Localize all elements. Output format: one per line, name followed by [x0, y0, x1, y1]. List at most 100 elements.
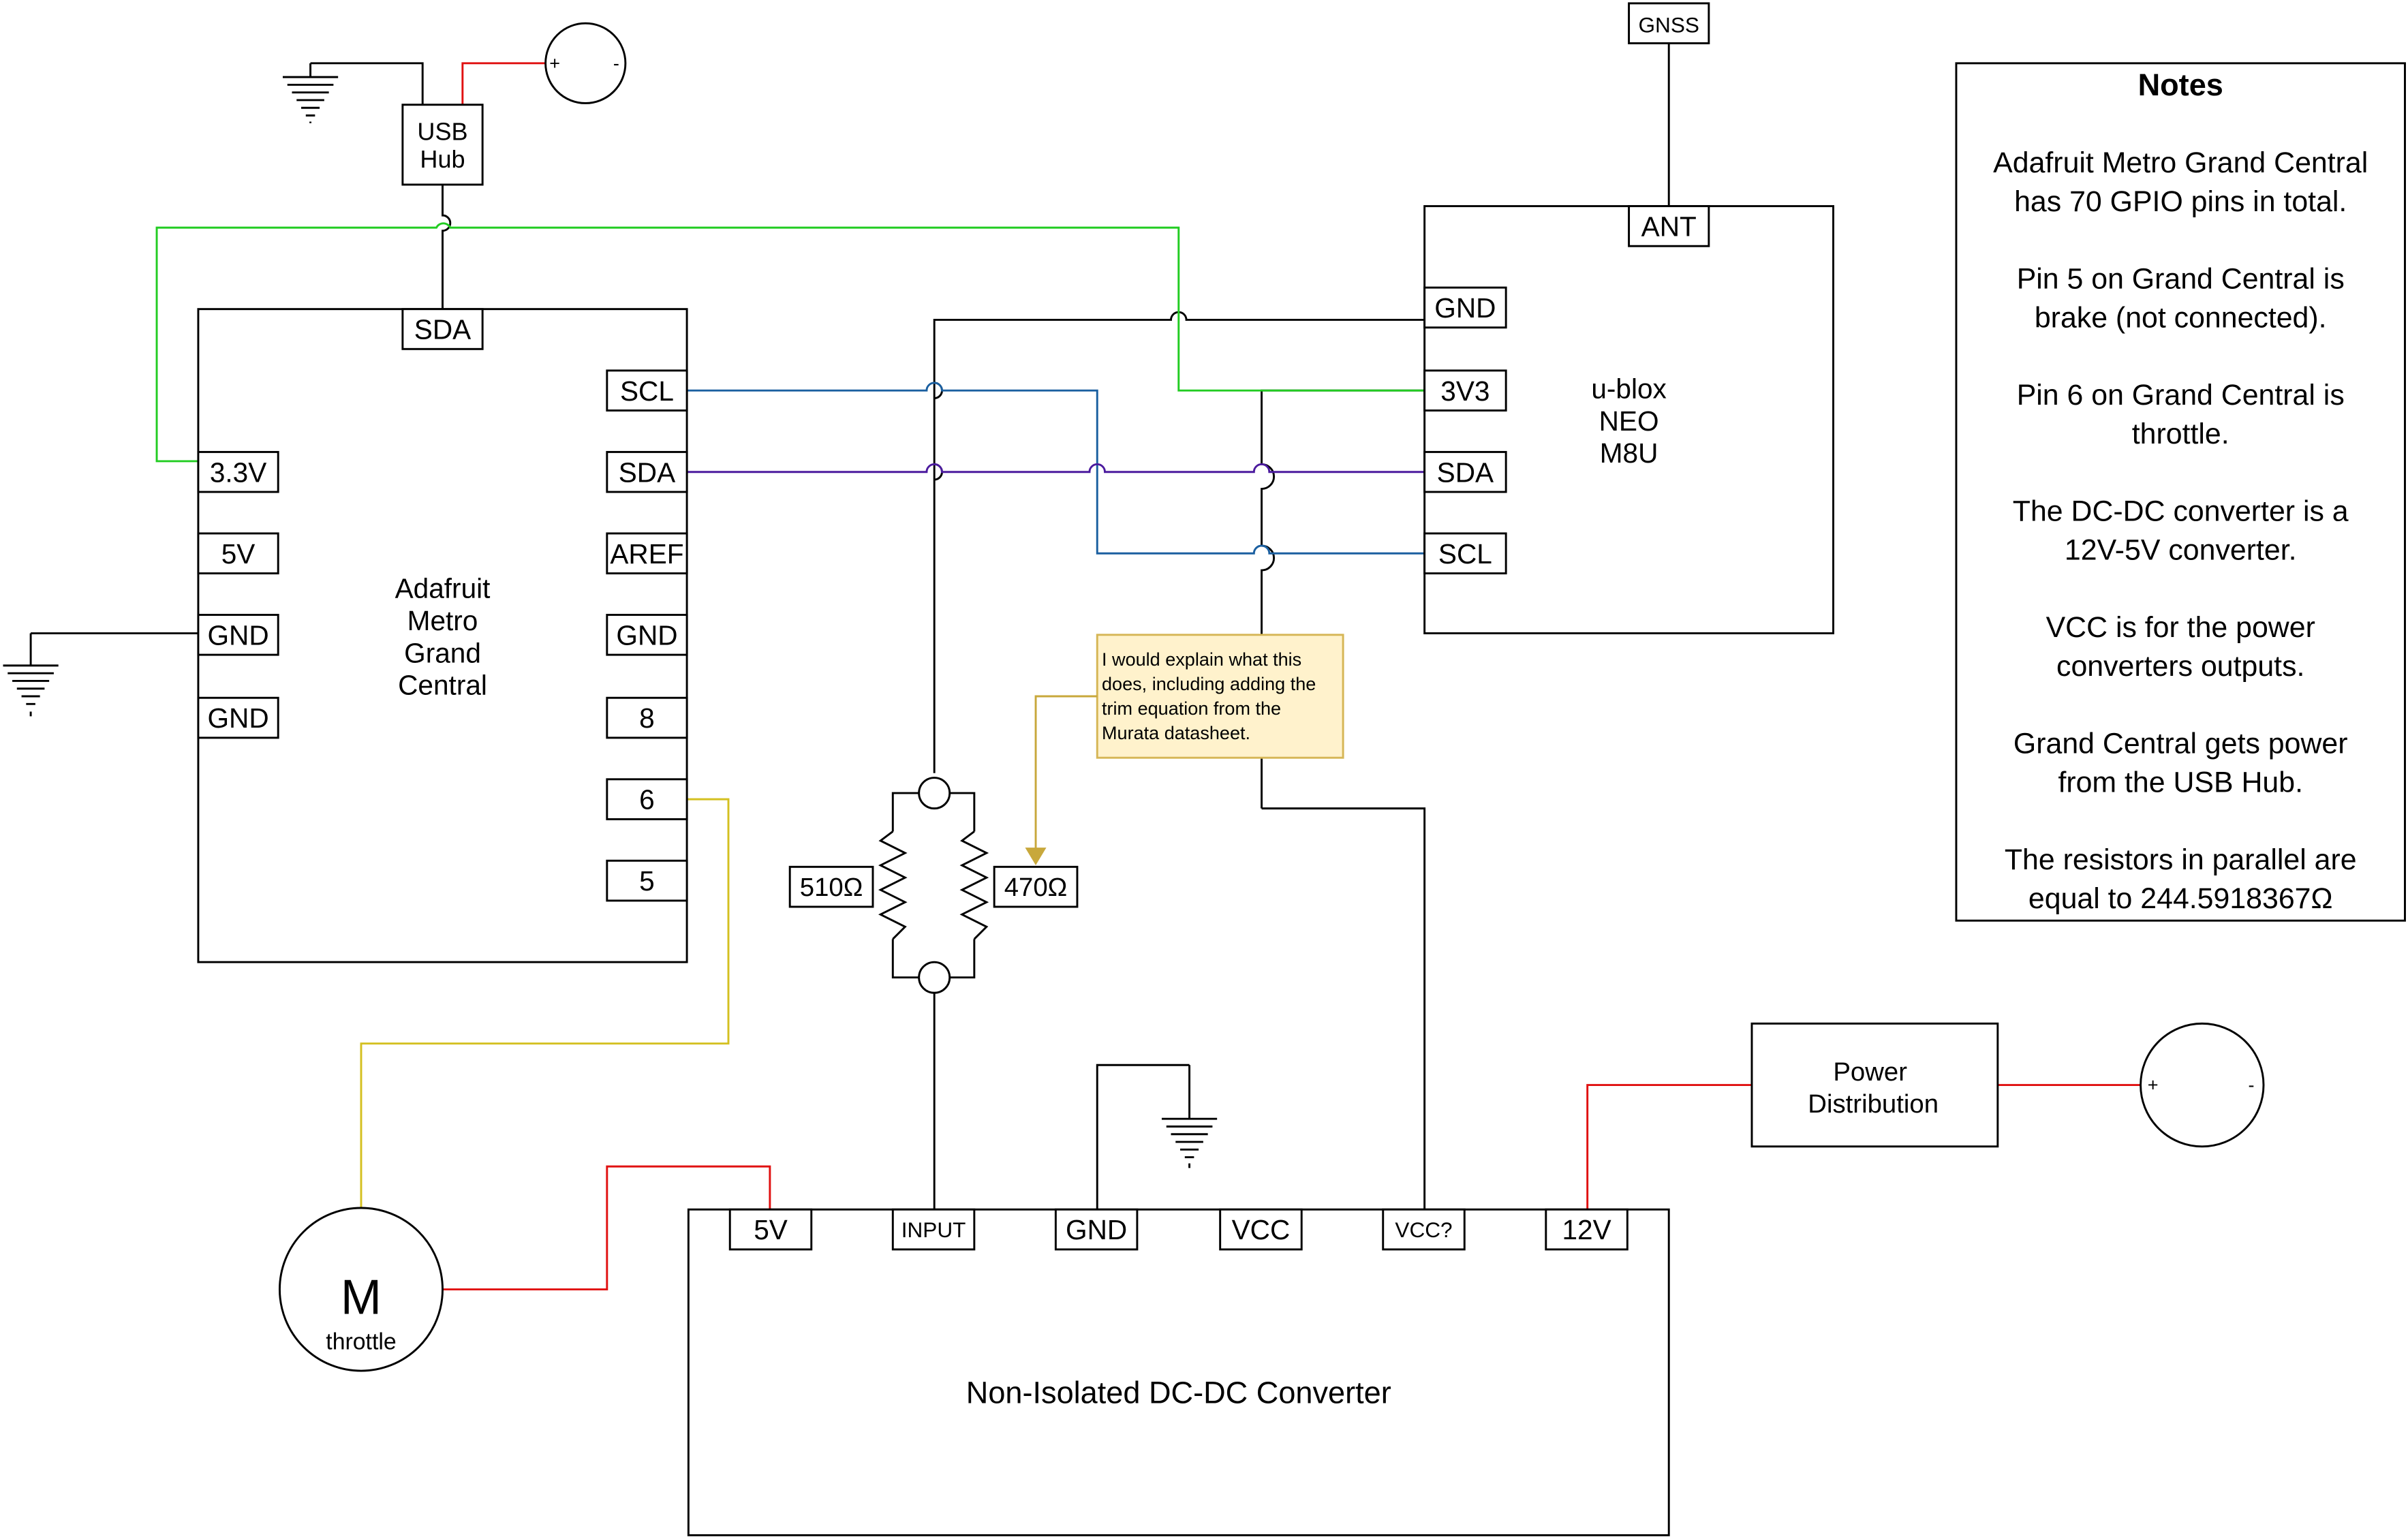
resistor-network: [878, 777, 989, 994]
main-battery-plus: +: [2148, 1075, 2159, 1096]
gc-pin-left-gnd-2-label: GND: [207, 619, 268, 651]
gc-pin-right-sda-label: SDA: [619, 456, 675, 488]
converter-pin-input-1: INPUT: [891, 1208, 976, 1251]
gnss-pin-scl: SCL: [1423, 532, 1507, 575]
gc-pin-top-sda-label: SDA: [414, 314, 471, 345]
ground-symbol-converter: [1161, 1065, 1218, 1168]
comment-line-3: trim equation from the: [1102, 698, 1281, 719]
gnss-ant-pin: ANT: [1628, 205, 1710, 247]
power-distribution: Power Distribution: [1750, 1022, 1999, 1148]
gnss-pin-sda-label: SDA: [1437, 456, 1494, 488]
resistor-label-470: 470Ω: [993, 865, 1079, 908]
grand-central-title-2: Metro: [407, 605, 478, 636]
yellow-wire-throttle: [360, 798, 730, 1210]
power-distribution-label-2: Distribution: [1808, 1089, 1939, 1119]
gc-pin-left-gnd-2: GND: [197, 614, 279, 656]
purple-wire-sda: [687, 463, 1425, 473]
gc-pin-left-5v-1-label: 5V: [221, 538, 256, 570]
dc-dc-converter: Non-Isolated DC-DC Converter: [687, 1208, 1670, 1536]
gc-pin-right-6-label: 6: [639, 784, 655, 816]
gnss-pin-ant: ANT: [1628, 205, 1710, 247]
gc-pin-right-aref: AREF: [606, 532, 688, 575]
power-distribution-label-1: Power: [1833, 1057, 1907, 1087]
gnss-title-3: M8U: [1600, 437, 1658, 469]
gnss-antenna-label: GNSS: [1638, 13, 1699, 37]
usb-battery: + -: [544, 22, 627, 104]
grand-central-pins-right: SCL SDA AREF GND 8 6 5: [606, 369, 688, 902]
gc-pin-left-5v-1: 5V: [197, 532, 279, 575]
converter-pin-vcc-3: VCC: [1219, 1208, 1303, 1251]
throttle-motor: M throttle: [278, 1207, 444, 1372]
notes-line: The DC-DC converter is a: [2013, 495, 2349, 527]
notes-line: Pin 5 on Grand Central is: [2017, 262, 2345, 295]
gnss-pin-gnd-label: GND: [1434, 292, 1496, 324]
gnss-pin-3v3-label: 3V3: [1440, 375, 1489, 407]
resistor-label-510: 510Ω: [788, 865, 874, 908]
notes-line: The resistors in parallel are: [2005, 843, 2357, 876]
resistor-zigzag-470: [959, 830, 989, 940]
gc-pin-right-gnd-label: GND: [616, 619, 677, 651]
comment-arrow: [1025, 695, 1098, 866]
notes-line: Adafruit Metro Grand Central: [1993, 146, 2368, 179]
gnss-title-2: NEO: [1599, 405, 1659, 437]
gc-pin-left-gnd-3: GND: [197, 696, 279, 739]
gc-pin-right-scl: SCL: [606, 369, 688, 412]
gc-pin-right-aref-label: AREF: [610, 538, 683, 570]
converter-pins: 5V INPUT GND VCC VCC? 12V: [728, 1208, 1629, 1251]
usb-hub-label-2: Hub: [420, 145, 465, 173]
gc-pin-right-8: 8: [606, 696, 688, 739]
gnss-pin-scl-label: SCL: [1438, 538, 1492, 570]
grand-central-title-3: Grand: [404, 637, 481, 668]
ground-symbol-usb: [282, 63, 339, 123]
gnss-title-1: u-blox: [1591, 373, 1667, 404]
gnss-pin-sda: SDA: [1423, 450, 1507, 493]
blue-wire-scl: [687, 382, 1425, 555]
gc-pin-right-5: 5: [606, 859, 688, 902]
resistor-zigzag-510: [878, 830, 908, 940]
notes-line: Pin 6 on Grand Central is: [2017, 379, 2345, 412]
grand-central-pins-top: SDA: [401, 308, 484, 350]
usb-battery-plus: +: [549, 53, 560, 74]
resistor-470-text: 470Ω: [1004, 873, 1068, 902]
converter-pin-gnd-2: GND: [1054, 1208, 1139, 1251]
gc-pin-left-3-3v-0: 3.3V: [197, 450, 279, 493]
notes-line: from the USB Hub.: [2058, 766, 2303, 798]
green-wire-3v3: [155, 222, 1425, 463]
gc-pin-top-sda: SDA: [401, 308, 484, 350]
converter-title: Non-Isolated DC-DC Converter: [966, 1375, 1391, 1410]
resistor-510-text: 510Ω: [800, 873, 863, 902]
notes-line: converters outputs.: [2056, 650, 2304, 683]
gc-pin-right-6: 6: [606, 778, 688, 820]
main-battery: + -: [2140, 1022, 2265, 1148]
notes-title: Notes: [2138, 67, 2223, 102]
gc-pin-right-gnd: GND: [606, 614, 688, 656]
converter-pin-12v-5-label: 12V: [1562, 1214, 1611, 1245]
notes-line: Grand Central gets power: [2013, 727, 2348, 760]
converter-pin-12v-5: 12V: [1545, 1208, 1629, 1251]
converter-pin-gnd-2-label: GND: [1066, 1214, 1127, 1245]
usb-battery-minus: -: [613, 53, 619, 74]
gc-pin-right-8-label: 8: [639, 702, 655, 734]
main-battery-minus: -: [2248, 1075, 2254, 1096]
motor-symbol: M: [341, 1271, 382, 1325]
ground-symbol-grand-central: [3, 633, 59, 717]
gc-pin-right-sda: SDA: [606, 450, 688, 493]
gc-pin-left-gnd-3-label: GND: [207, 702, 268, 734]
gnss-pin-3v3: 3V3: [1423, 369, 1507, 412]
gnss-antenna: GNSS: [1628, 2, 1710, 44]
comment-line-1: I would explain what this: [1102, 649, 1301, 670]
usb-hub: USB Hub: [401, 104, 484, 186]
comment-note: I would explain what this does, includin…: [1096, 634, 1344, 759]
notes-line: brake (not connected).: [2035, 301, 2327, 334]
grand-central-title-4: Central: [398, 670, 487, 701]
converter-pin-5v-0: 5V: [728, 1208, 813, 1251]
comment-line-4: Murata datasheet.: [1102, 723, 1250, 743]
gc-pin-right-scl-label: SCL: [620, 375, 674, 407]
converter-pin-input-1-label: INPUT: [901, 1217, 966, 1242]
converter-pin-vcc-4-label: VCC?: [1395, 1217, 1452, 1242]
notes-line: 12V-5V converter.: [2065, 533, 2297, 566]
gnss-pin-ant-label: ANT: [1641, 211, 1697, 243]
